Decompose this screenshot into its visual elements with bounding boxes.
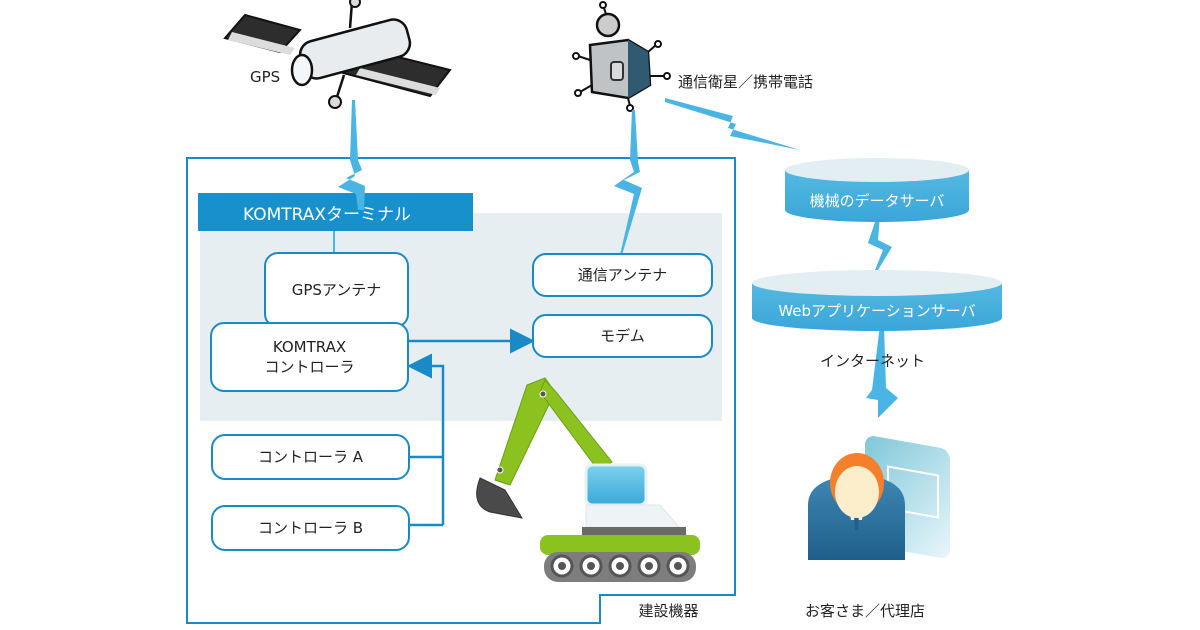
data-server-label: 機械のデータサーバ <box>809 192 945 210</box>
web-server-label: Webアプリケーションサーバ <box>778 302 976 320</box>
gps-antenna-label: GPSアンテナ <box>291 280 382 299</box>
internet-signal <box>866 325 898 418</box>
controller-b-label: コントローラ B <box>257 518 364 537</box>
modem-label: モデム <box>600 326 645 345</box>
construction-equipment-label: 建設機器 <box>599 594 736 624</box>
comm-antenna-node: 通信アンテナ <box>532 253 713 297</box>
server-link-signal <box>868 216 892 270</box>
customer-label: お客さま／代理店 <box>805 602 926 620</box>
comm-signal <box>614 110 642 255</box>
communication-satellite-icon <box>572 1 671 112</box>
gps-satellite-label: GPS <box>250 68 281 86</box>
construction-equipment-frame <box>186 157 736 624</box>
gps-satellite-icon <box>223 0 452 109</box>
komtrax-controller-node: KOMTRAX コントローラ <box>210 322 409 392</box>
gps-signal <box>338 100 365 210</box>
excavator-icon <box>476 377 700 582</box>
komtrax-controller-line1: KOMTRAX <box>272 337 347 356</box>
komtrax-controller-line2: コントローラ <box>264 358 355 376</box>
customer-with-monitor-icon <box>808 436 950 560</box>
comm-to-server-signal <box>665 98 800 150</box>
modem-node: モデム <box>532 314 713 358</box>
signal-lines <box>338 98 898 418</box>
data-server-cylinder <box>785 158 969 222</box>
comm-satellite-label: 通信衛星／携帯電話 <box>678 73 814 91</box>
controller-a-label: コントローラ A <box>257 447 364 466</box>
controllers-to-komtrax-arrow <box>407 353 445 525</box>
controller-a-node: コントローラ A <box>211 434 410 480</box>
controller-b-node: コントローラ B <box>211 505 410 551</box>
internet-label: インターネット <box>820 352 926 370</box>
comm-antenna-label: 通信アンテナ <box>577 265 668 284</box>
komtrax-terminal-header: KOMTRAXターミナル <box>198 193 473 231</box>
gps-antenna-node: GPSアンテナ <box>264 252 409 328</box>
web-server-cylinder <box>752 270 1002 331</box>
